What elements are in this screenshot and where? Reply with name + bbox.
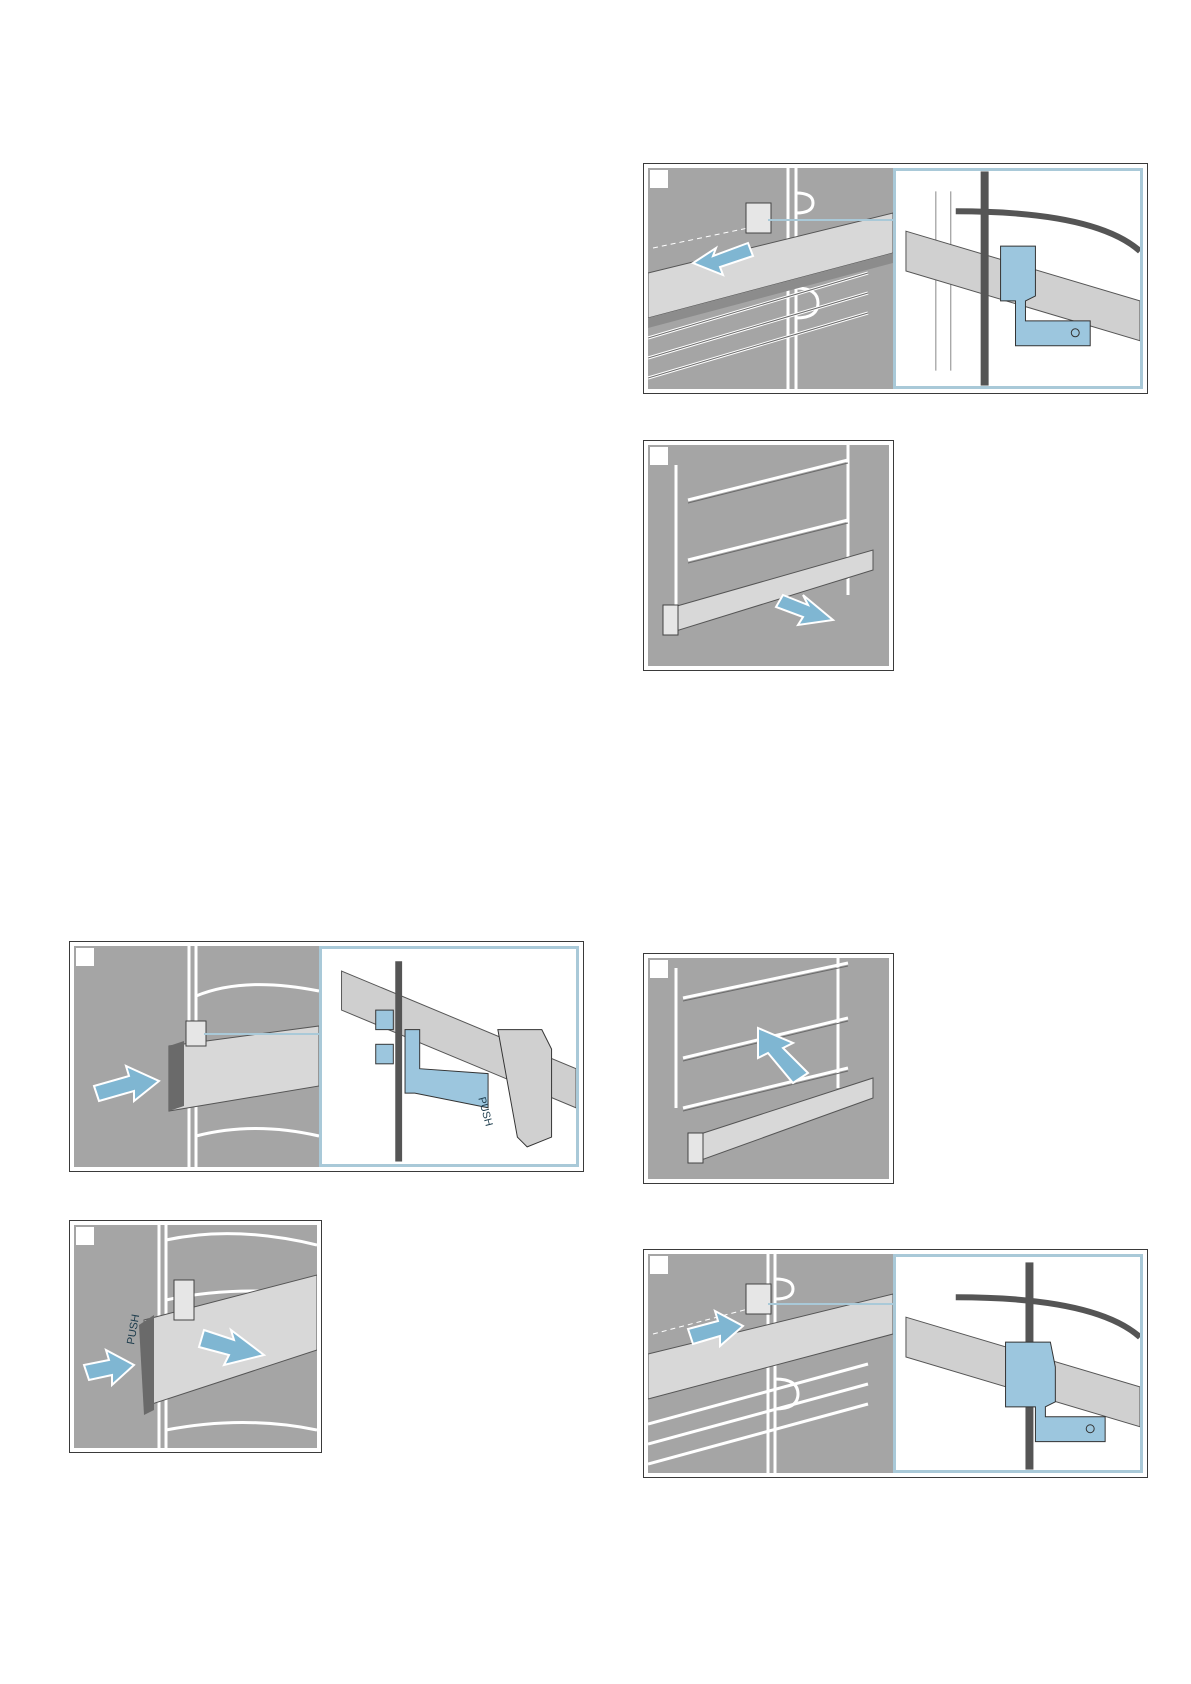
illustration-panel-fit-step-3: [643, 953, 894, 1184]
clip-detail-illustration: [896, 171, 1140, 386]
illustration-panel-fit-step-4: [643, 1249, 1148, 1478]
pull-rail-out-illustration: [648, 445, 889, 666]
step-marker: [650, 1256, 668, 1274]
step-marker: [76, 948, 94, 966]
step-marker: [650, 447, 668, 465]
detail-inset: PUSH: [319, 946, 579, 1167]
push-label: PUSH: [125, 1313, 142, 1345]
detail-inset: [893, 168, 1143, 389]
push-label: PUSH: [475, 1096, 494, 1128]
step-marker: [650, 170, 668, 188]
illustration-panel-remove-step-1: [643, 163, 1148, 394]
illustration-panel-fit-step-2: PUSH: [69, 1220, 322, 1453]
illustration-panel-fit-step-1: PUSH: [69, 941, 584, 1172]
illustration-panel-remove-step-2: [643, 440, 894, 671]
hook-detail-illustration: [896, 1257, 1140, 1470]
step-marker: [76, 1227, 94, 1245]
insert-rail-illustration: [648, 958, 889, 1179]
detail-inset: [893, 1254, 1143, 1473]
step-marker: [650, 960, 668, 978]
slide-rail-illustration: PUSH: [74, 1225, 317, 1448]
push-clip-detail-illustration: PUSH: [322, 949, 576, 1164]
